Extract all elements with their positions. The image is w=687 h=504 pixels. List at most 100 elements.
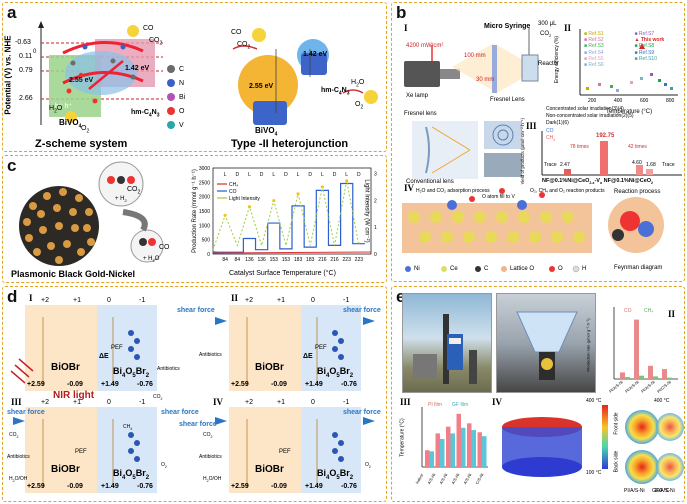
- e-iii-legend-gf: GF film: [452, 402, 469, 408]
- b-iii-val-42x: 42 times: [628, 144, 647, 150]
- b-iv-text2: O atom fill to V: [482, 194, 515, 200]
- c-ld-label: D: [235, 172, 239, 178]
- c-light-series: [212, 180, 360, 251]
- e-iii-bar-pi: [477, 432, 482, 467]
- b-iv-text1: H₂O and CO₂ adsorption process: [416, 188, 490, 194]
- d-iii-scale-2: 0: [107, 399, 111, 406]
- b-iii-legend-3: Dark(1)(6): [546, 120, 569, 126]
- e-ii-bar-ch4: [625, 377, 630, 379]
- d-shear-iv-left: shear force: [179, 421, 217, 428]
- h2o-left: H2O: [49, 105, 63, 115]
- c-xlabel: Catalyst Surface Temperature (°C): [229, 270, 336, 277]
- tick-266: 2.66: [19, 95, 33, 102]
- e-ii-bar-co: [634, 319, 639, 379]
- d-iii-antibiotics: Antibiotics: [7, 454, 30, 460]
- d-iii-val-2: +1.49: [101, 483, 119, 490]
- c-xtick: 216: [330, 257, 339, 263]
- cn-gap: 1.42 eV: [125, 65, 150, 72]
- b-iv-legend-ce: Ce: [450, 266, 458, 272]
- d-iv-scale-1: +1: [277, 399, 285, 406]
- e-iv-cat2: GF/A/S-Ni: [652, 488, 675, 494]
- c-ld-label: L: [321, 172, 324, 178]
- b-ii-xlabel: Temperature (°C): [606, 109, 653, 115]
- b-iv-legend-lattice: Lattice O: [510, 266, 535, 272]
- b-ii-xtick-1: 400: [614, 98, 623, 104]
- e-iii-bar-pi: [467, 423, 472, 467]
- d-ii-scale-0: +2: [245, 297, 253, 304]
- d-iv-val-1: -0.09: [271, 483, 287, 490]
- b-iv-legend-h: H: [582, 266, 587, 272]
- legend-entry: ■ Ref.S3: [584, 43, 604, 50]
- b-ii-ylabel: Energy efficiency (%): [554, 35, 561, 84]
- c-ytick-right: 3: [374, 171, 377, 177]
- d-i-scale-0: +2: [41, 297, 49, 304]
- b-iv-legend-ni: Ni: [414, 266, 420, 272]
- b-iii-trace-right: Trace: [662, 162, 675, 168]
- d-i-val-2: +1.49: [101, 381, 119, 388]
- e-iii-bar-pi: [425, 450, 430, 467]
- b-iii-legend-2: Non-concentrated solar irradiation(2)(5): [546, 113, 634, 119]
- legend-v: V: [179, 122, 184, 129]
- c-ld-label: L: [224, 172, 227, 178]
- legend-entry: ■ Ref.S10: [634, 55, 658, 62]
- d-iii-scale-1: +1: [73, 399, 81, 406]
- d-i-scale-3: -1: [139, 297, 146, 304]
- panel-c-art: [19, 161, 372, 266]
- d-iii-pef: PEF: [75, 449, 87, 455]
- d-i-pef: PEF: [111, 345, 123, 351]
- type2-title: Type -II heterojunction: [231, 138, 349, 150]
- b-xe: Xe lamp: [406, 93, 429, 99]
- c-h2: + H2: [115, 196, 127, 204]
- d-ii-pef: PEF: [315, 345, 327, 351]
- b-iii-bar: [636, 165, 643, 175]
- e-iii-bar-gf: [429, 451, 434, 467]
- e-ii-legend-ch4: CH₄: [644, 308, 654, 314]
- e-iii-bar-gf: [482, 436, 487, 467]
- c-xtick: 183: [294, 257, 303, 263]
- panel-e-label: e: [396, 287, 406, 306]
- c-light-point: [247, 205, 252, 209]
- b-iv-text3: O₂, CH₄ and O₂ reaction products: [530, 188, 605, 194]
- e-ii-bar-co: [662, 369, 667, 379]
- c-xtick: 136: [257, 257, 266, 263]
- e-iii-bar-pi: [435, 433, 440, 467]
- c-ld-label: D: [284, 172, 288, 178]
- d-iv-val-2: +1.49: [305, 483, 323, 490]
- b-ii-xtick-2: 600: [640, 98, 649, 104]
- panel-e: e I II III IV: [391, 286, 685, 502]
- e-iv-back: Back side: [613, 450, 620, 473]
- b-iii-bar: [600, 141, 608, 175]
- panel-c: c CO2 + H2 CO + H2O Plasmonic Black Gold…: [2, 155, 387, 283]
- d-iii-scale-0: +2: [41, 399, 49, 406]
- c-legend-label: CH₄: [229, 182, 238, 188]
- d-iv-co2: CO2: [203, 432, 213, 439]
- b-iii-val-247: 2.47: [560, 162, 570, 168]
- c-ytick-right: 2: [374, 198, 377, 204]
- right-h2o: H2O: [351, 79, 365, 89]
- d-iii-bi4o5br2: Bi4O5Br2: [113, 468, 150, 481]
- c-xtick: 223: [343, 257, 352, 263]
- legend-entry: ■ Ref.S7: [634, 31, 655, 37]
- b-reactor: Reactor: [538, 61, 560, 67]
- b-intensity: 4200 mW/cm²: [406, 43, 444, 49]
- d-i-scale-2: 0: [107, 297, 111, 304]
- b-d100: 100 mm: [464, 53, 486, 59]
- b-ii-scatter: [586, 43, 673, 92]
- panel-a-art: [38, 21, 378, 129]
- b-iv-legend-o: O: [558, 266, 563, 272]
- e-ii-bar-co: [648, 365, 653, 379]
- d-shear-iv-right: shear force: [343, 409, 381, 416]
- e-iv-bot-right: 100 °C: [654, 488, 670, 494]
- b-ii-xtick-3: 800: [666, 98, 675, 104]
- bivo4-gap: 2.55 eV: [69, 77, 94, 84]
- c-ld-label: D: [260, 172, 264, 178]
- e-ii-ylabel: Production rate (μmol g⁻¹ h⁻¹): [585, 318, 591, 372]
- c-co: CO: [159, 244, 170, 251]
- d-i-bi4o5br2: Bi4O5Br2: [113, 366, 150, 379]
- d-roman-ii: II: [231, 293, 239, 303]
- d-i-val-3: -0.76: [137, 381, 153, 388]
- c-light-point: [345, 179, 349, 183]
- e-ii-bar-ch4: [667, 377, 672, 379]
- c-ld-label: L: [345, 172, 348, 178]
